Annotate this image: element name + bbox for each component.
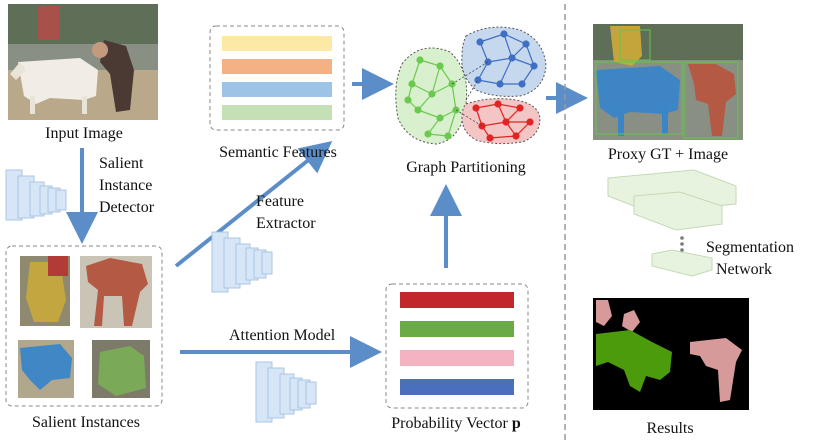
graph-node (444, 132, 452, 140)
salient-instances-label: Salient Instances (32, 414, 140, 431)
segmentation-network-label-line-2: Network (716, 261, 772, 278)
cross-cluster-edge (451, 61, 489, 85)
graph-edge (411, 83, 433, 95)
graph-node (516, 104, 524, 112)
results-segmentation-map (593, 298, 749, 410)
graph-node (530, 62, 538, 70)
graph-node (436, 114, 444, 122)
graph-node (474, 76, 482, 84)
proxy-gt-image (593, 24, 743, 140)
probability-vector-label: Probability Vector p (391, 414, 520, 433)
graph-node (518, 80, 526, 88)
attention-model-label: Attention Model (229, 327, 336, 344)
graph-edge (497, 103, 521, 109)
graph-edge (439, 65, 453, 85)
graph-node (408, 80, 416, 88)
graph-node (478, 122, 486, 130)
semantic-feature-bar (222, 82, 332, 97)
graph-edge (479, 33, 505, 43)
graph-node (522, 40, 530, 48)
graph-node (476, 38, 484, 46)
segmentation-network-icon (607, 169, 737, 277)
graph-cluster-green (395, 47, 468, 145)
arrow-feature-extractor (174, 141, 333, 268)
graph-edge (431, 83, 453, 95)
graph-edge (451, 83, 457, 111)
graph-node (526, 118, 534, 126)
graph-partitioning-label: Graph Partitioning (406, 159, 526, 176)
graph-edge (489, 135, 517, 139)
semantic-feature-bar (222, 59, 332, 74)
instance-thumb-1 (20, 256, 70, 326)
feature-extractor-label-line-1: Feature (256, 193, 304, 210)
input-image (8, 4, 158, 120)
graph-node (428, 90, 436, 98)
feature-extractor-label-line-2: Extractor (256, 215, 316, 232)
graph-edge (503, 33, 527, 45)
segmentation-network-label-line-1: Segmentation (706, 239, 794, 256)
graph-edge (447, 109, 457, 137)
instance-thumb-3 (18, 340, 74, 398)
probability-vector-frame (385, 283, 529, 409)
probability-bar (400, 321, 514, 337)
detector-label-line-1: Salient (99, 155, 144, 172)
graph-edge (417, 109, 441, 119)
graph-edge (521, 65, 535, 85)
graph-node (416, 56, 424, 64)
detector-label-line-2: Instance (99, 177, 153, 194)
graph-edge (481, 121, 507, 127)
semantic-feature-bar (222, 36, 332, 51)
probability-bar (400, 379, 514, 395)
graph-node (494, 100, 502, 108)
results-label: Results (646, 420, 694, 437)
probability-bar (400, 292, 514, 308)
detector-network-icon (5, 169, 67, 221)
instance-thumb-2 (80, 256, 152, 328)
graph-node (484, 58, 492, 66)
graph-cluster-red (461, 98, 541, 145)
semantic-features-label: Semantic Features (219, 144, 337, 161)
instance-thumb-4 (92, 340, 150, 398)
probability-bar (400, 350, 514, 366)
semantic-features-frame (209, 25, 345, 131)
graph-edge (525, 43, 535, 67)
probability-vector-text: Probability Vector (391, 415, 508, 432)
graph-node (436, 62, 444, 70)
graph-edge (499, 57, 513, 85)
graph-edge (487, 57, 513, 63)
graph-node (508, 54, 516, 62)
proxy-gt-label: Proxy GT + Image (607, 146, 729, 163)
graph-node (500, 30, 508, 38)
graph-edge (431, 65, 441, 95)
graph-node (502, 118, 510, 126)
graph-node (404, 96, 412, 104)
probability-vector-symbol: p (511, 415, 521, 432)
probability-bars (400, 292, 514, 395)
detector-label-line-3: Detector (99, 199, 155, 216)
graph-cluster-blue (461, 26, 547, 97)
graph-edge (503, 33, 513, 59)
graph-edge (511, 57, 535, 67)
input-image-label: Input Image (45, 125, 123, 142)
graph-node (496, 80, 504, 88)
cross-cluster-edge (455, 109, 483, 127)
graph-node (486, 134, 494, 142)
graph-node (424, 130, 432, 138)
graph-node (512, 132, 520, 140)
salient-instances-frame (5, 245, 163, 407)
attention-network-icon (255, 361, 317, 423)
semantic-feature-bar (222, 105, 332, 120)
graph-edge (477, 79, 501, 85)
graph-edge (411, 59, 421, 85)
graph-partitioning-figure (395, 26, 547, 145)
graph-node (414, 106, 422, 114)
feature-extractor-network-icon (211, 231, 273, 293)
graph-node (472, 104, 480, 112)
semantic-feature-bars (222, 36, 332, 120)
graph-edge (475, 103, 499, 109)
